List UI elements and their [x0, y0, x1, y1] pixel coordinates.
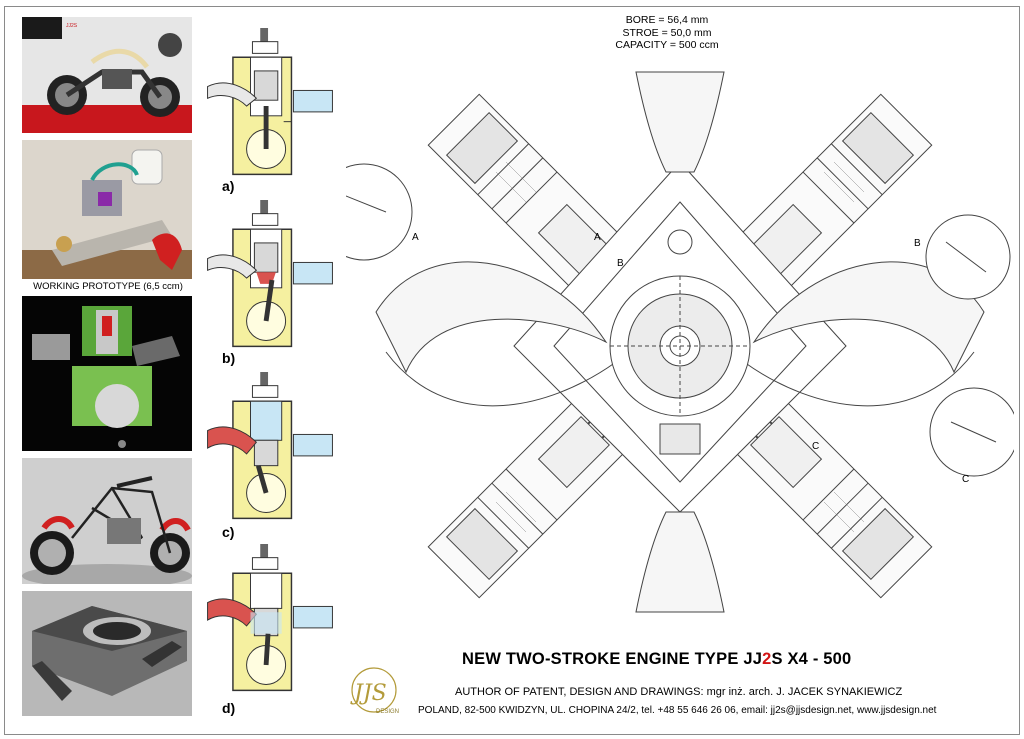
section-view-c [207, 372, 333, 520]
title-prefix: NEW TWO-STROKE ENGINE TYPE JJ [462, 650, 763, 668]
spec-stroke: STROE = 50,0 mm [622, 26, 712, 39]
section-view-b [207, 200, 333, 348]
photo-bike-render: JJ2S [22, 17, 192, 133]
stage-label-c: c) [222, 524, 235, 540]
sheet-title: NEW TWO-STROKE ENGINE TYPE JJ2S X4 - 500 [462, 650, 851, 669]
logo-text: JJS [350, 681, 387, 706]
detail-label-c-left: C [812, 441, 820, 452]
spec-capacity: CAPACITY = 500 ccm [615, 39, 719, 51]
logo-subtitle: DESIGN [376, 709, 400, 715]
stage-label-a: a) [222, 178, 235, 194]
title-highlight: 2 [762, 650, 772, 668]
detail-label-a-left: A [412, 232, 419, 243]
engine-specs: BORE = 56,4 mm STROE = 50,0 mm CAPACITY … [612, 14, 722, 52]
stage-label-b: b) [222, 350, 236, 366]
photo-bike-frame [22, 458, 192, 584]
stage-label-d: d) [222, 700, 236, 716]
jjs-design-logo: JJS [350, 667, 397, 713]
detail-label-b-left: B [617, 258, 624, 269]
photo-banner-text: JJ2S [66, 23, 78, 29]
spec-bore: BORE = 56,4 mm [625, 14, 709, 26]
title-suffix: S X4 - 500 [771, 650, 852, 668]
detail-label-b-right: B [914, 238, 921, 249]
detail-label-a-right: A [594, 232, 601, 243]
photo-engine-cutaway [22, 296, 192, 451]
section-view-d [207, 544, 333, 692]
address-line: POLAND, 82-500 KWIDZYN, UL. CHOPINA 24/2… [418, 705, 937, 716]
section-view-a [207, 28, 333, 176]
x4-engine-drawing [346, 71, 1014, 613]
detail-label-c-right: C [962, 474, 970, 485]
prototype-caption: WORKING PROTOTYPE (6,5 ccm) [33, 281, 183, 292]
author-line: AUTHOR OF PATENT, DESIGN AND DRAWINGS: m… [455, 686, 903, 698]
photo-crankcase-cutaway [22, 591, 192, 716]
photo-working-prototype [22, 140, 192, 279]
